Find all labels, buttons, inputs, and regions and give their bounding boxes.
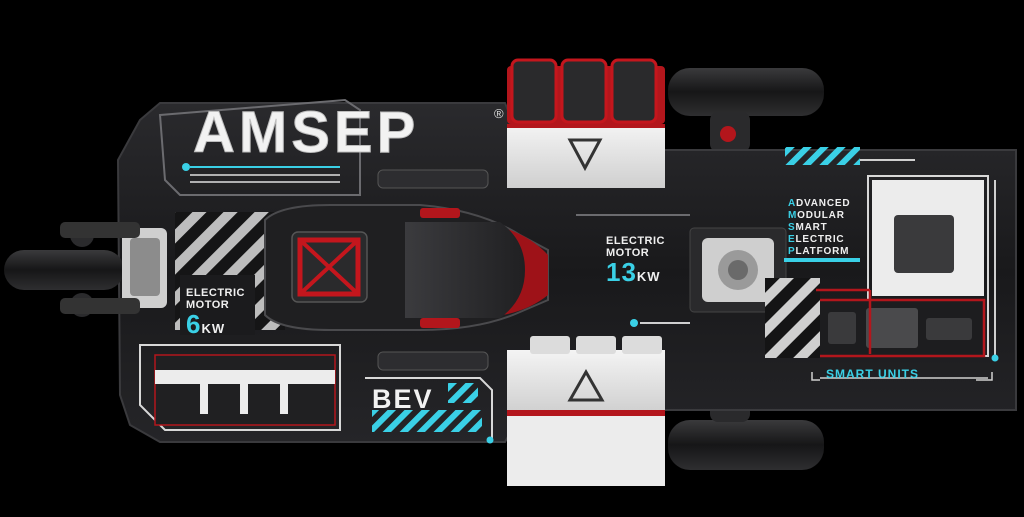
rear-motor-unit: KW <box>201 321 226 336</box>
acronym-line: PLATFORM <box>788 246 850 257</box>
smart-console <box>765 147 999 381</box>
battery-pack-top <box>507 58 665 188</box>
bev-badge-text: BEV <box>372 384 434 414</box>
shock-absorber-top <box>377 169 489 189</box>
rear-motor-label: ELECTRIC MOTOR 6KW <box>186 287 245 337</box>
acronym-line: SMART <box>788 222 828 233</box>
front-motor-unit <box>689 227 787 313</box>
bev-badge-frame <box>365 377 494 444</box>
acronym-line: ADVANCED <box>788 198 851 209</box>
amsep-acronym: ADVANCED MODULAR SMART ELECTRIC PLATFORM <box>788 198 850 258</box>
rear-motor-label-line1: ELECTRIC <box>186 287 245 299</box>
acronym-line: MODULAR <box>788 210 845 221</box>
shock-absorber-bottom <box>377 351 489 371</box>
rear-motor-label-line2: MOTOR <box>186 299 230 311</box>
seat-pod <box>264 204 549 331</box>
front-left-wheel <box>668 68 824 152</box>
brand-panel <box>158 98 361 196</box>
front-motor-label-line2: MOTOR <box>606 247 650 259</box>
acronym-line: ELECTRIC <box>788 234 845 245</box>
smart-units-label: SMART UNITS <box>826 367 919 381</box>
brand-wordmark: AMSEP <box>192 100 420 165</box>
rear-wheel-assembly <box>4 222 167 317</box>
battery-pack-bottom <box>507 336 665 486</box>
front-motor-unit: KW <box>636 269 661 284</box>
rear-storage-frame <box>139 344 341 431</box>
registered-mark: ® <box>494 106 505 121</box>
front-motor-label: ELECTRIC MOTOR 13KW <box>606 235 665 285</box>
front-motor-label-line1: ELECTRIC <box>606 235 665 247</box>
rear-motor-value: 6 <box>186 309 202 339</box>
front-motor-value: 13 <box>606 257 637 287</box>
